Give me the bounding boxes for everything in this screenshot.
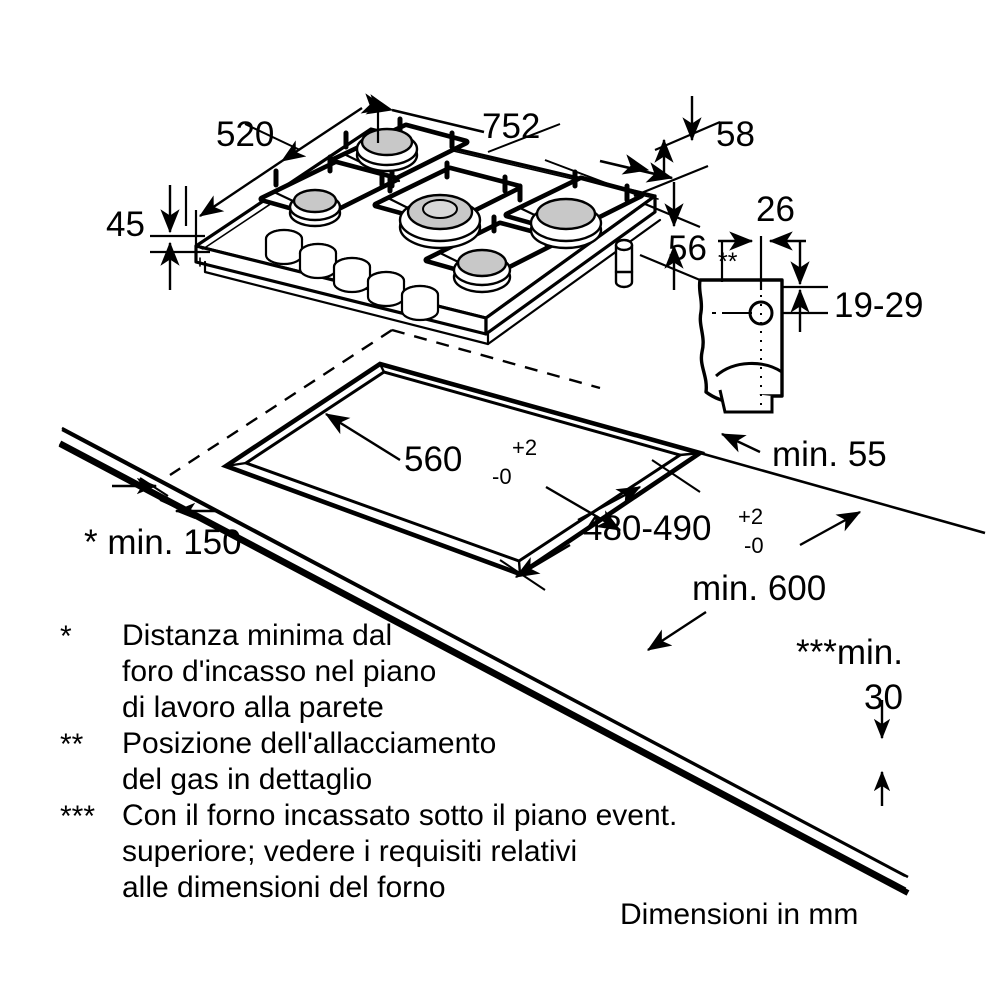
- dimension-label-520: 520: [216, 115, 275, 154]
- burner-center-wok: [398, 193, 482, 250]
- dimension-label-26: 26: [756, 190, 795, 229]
- dimension-lines-cutout: [112, 412, 891, 806]
- control-knobs: [264, 228, 440, 322]
- dimension-label-min-30-value: 30: [864, 678, 903, 717]
- burner-front-center: [452, 248, 512, 294]
- burner-left: [288, 188, 342, 228]
- knob-5: [400, 284, 440, 322]
- dimension-label-58: 58: [716, 115, 755, 154]
- dimension-label-56: 56: [668, 229, 707, 268]
- footnote-2-marker: **: [60, 728, 84, 761]
- footnote-1-marker: *: [60, 620, 72, 653]
- dimension-label-min-150: * min. 150: [84, 523, 242, 562]
- knob-1: [264, 228, 304, 266]
- footnote-1-line-1: Distanza minima dal: [122, 619, 393, 652]
- footnote-2-line-1: Posizione dell'allacciamento: [122, 727, 497, 760]
- footnote-1-line-2: foro d'incasso nel piano: [122, 655, 437, 688]
- footnote-3-marker: ***: [60, 800, 96, 833]
- dimension-label-560: 560: [404, 440, 463, 479]
- projection-lines: [169, 328, 601, 477]
- dimension-label-45: 45: [106, 205, 145, 244]
- units-note: Dimensioni in mm: [620, 898, 859, 931]
- footnote-3-line-2: superiore; vedere i requisiti relativi: [122, 835, 578, 868]
- dimension-lines-gas-detail: [718, 231, 828, 332]
- burner-right: [529, 197, 603, 250]
- worktop-edges: [58, 426, 986, 896]
- dimension-label-480-490-tol-plus: +2: [738, 504, 764, 529]
- dimension-label-min-55: min. 55: [772, 435, 887, 474]
- knob-3: [332, 256, 372, 294]
- knob-4: [366, 270, 406, 308]
- footnote-3-line-1: Con il forno incassato sotto il piano ev…: [122, 799, 678, 832]
- dimension-label-480-490: 480-490: [583, 509, 712, 548]
- knob-2: [298, 242, 338, 280]
- footnote-2-line-2: del gas in dettaglio: [122, 763, 373, 796]
- hob-mounting-pin: [614, 238, 634, 289]
- dimension-label-752: 752: [482, 107, 541, 146]
- dimension-label-19-29: 19-29: [834, 286, 924, 325]
- dimension-label-480-490-tol-minus: -0: [744, 533, 764, 558]
- footnote-1-line-3: di lavoro alla parete: [122, 691, 384, 724]
- dimension-label-560-tol-plus: +2: [512, 435, 538, 460]
- burner-rear-left: [355, 127, 419, 173]
- footnote-3-line-3: alle dimensioni del forno: [122, 871, 446, 904]
- gas-connection-detail: [697, 268, 784, 414]
- dimension-lines-top: [150, 93, 721, 290]
- dimension-label-min-600: min. 600: [692, 569, 827, 608]
- dimension-label-min-30-star: ***min.: [796, 633, 903, 672]
- dimension-label-560-tol-minus: -0: [492, 464, 512, 489]
- gas-connection-marker: **: [718, 248, 738, 276]
